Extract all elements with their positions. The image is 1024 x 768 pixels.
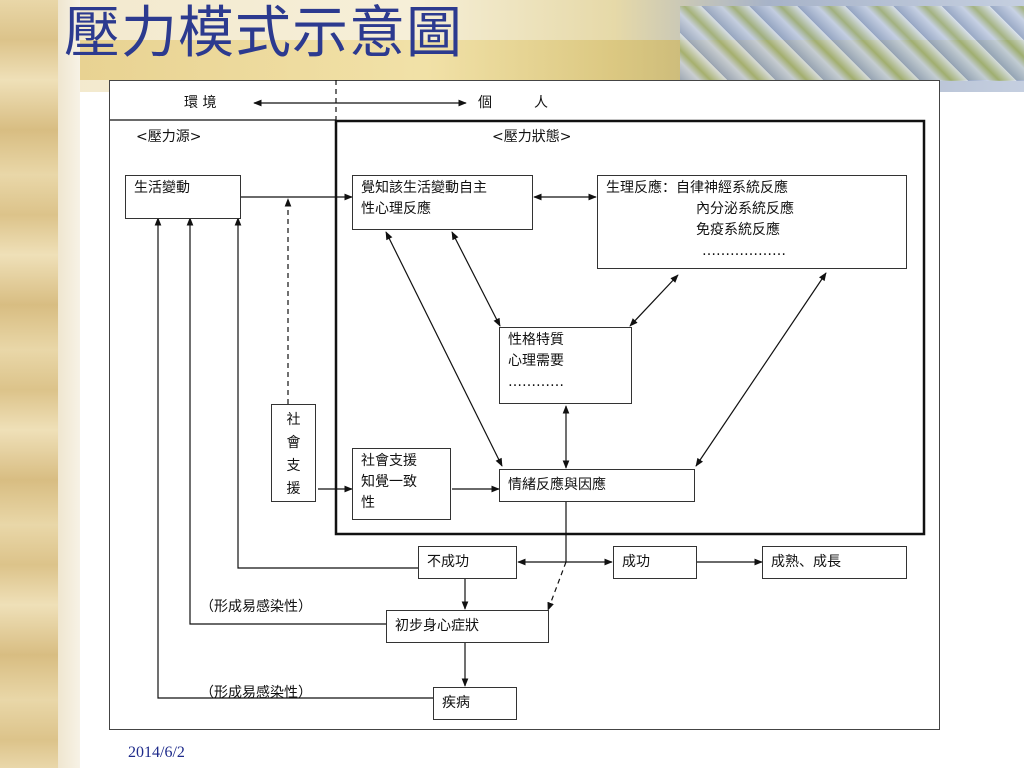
physio-box: 生理反應：自律神經系統反應 內分泌系統反應 免疫系統反應 ………………: [597, 175, 907, 269]
initial-symptoms-box: 初步身心症狀: [386, 610, 549, 643]
decorative-left-texture: [0, 0, 58, 768]
decorative-flower-image: [680, 6, 1024, 81]
dashed-to-symptoms-arrow: [547, 561, 567, 611]
perceive-emotion-arrow: [385, 231, 503, 467]
social-support-char-1: 社: [286, 412, 301, 428]
physio-line-4: ………………: [702, 243, 786, 259]
initial-symptoms-text: 初步身心症狀: [395, 618, 479, 634]
fail-text: 不成功: [427, 554, 469, 570]
life-change-box: 生活變動: [125, 175, 241, 219]
personality-line-2: 心理需要: [508, 353, 564, 369]
emotion-box: 情緒反應與因應: [499, 469, 695, 502]
slide-title: 壓力模式示意圖: [64, 1, 463, 66]
success-text: 成功: [622, 554, 650, 570]
perceive-personality-arrow: [451, 231, 501, 327]
personality-line-1: 性格特質: [508, 332, 564, 348]
symptoms-feedback-arrow: [186, 217, 386, 625]
decorative-left-shade: [58, 0, 80, 768]
environment-label: 環 境: [184, 95, 217, 111]
social-support-box: 社 會 支 援: [271, 404, 316, 502]
fail-feedback-arrow: [234, 217, 418, 569]
physio-line-3: 免疫系統反應: [696, 222, 780, 238]
social-support-char-4: 援: [286, 481, 301, 497]
susceptibility-label-2: （形成易感染性）: [200, 685, 312, 701]
disease-box: 疾病: [433, 687, 517, 720]
perceived-support-line-2: 知覺一致: [361, 474, 417, 490]
mature-box: 成熟、成長: [762, 546, 907, 579]
susceptibility-label-1: （形成易感染性）: [200, 599, 312, 615]
physio-emotion-arrow: [695, 272, 827, 467]
life-change-text: 生活變動: [134, 180, 190, 196]
perceived-support-box: 社會支援 知覺一致 性: [352, 448, 451, 520]
fail-box: 不成功: [418, 546, 517, 579]
social-support-char-3: 支: [286, 458, 301, 474]
perceived-support-line-3: 性: [361, 495, 375, 511]
perceive-line-2: 性心理反應: [361, 201, 431, 217]
emotion-text: 情緒反應與因應: [508, 477, 606, 493]
physio-personality-arrow: [629, 274, 679, 327]
disease-text: 疾病: [442, 695, 470, 711]
personality-line-3: …………: [508, 374, 564, 390]
disease-feedback-arrow: [154, 217, 433, 699]
slide-date: 2014/6/2: [128, 744, 185, 761]
stress-state-label: <壓力狀態>: [492, 129, 572, 145]
perceive-box: 覺知該生活變動自主 性心理反應: [352, 175, 533, 230]
physio-line-1: 生理反應：自律神經系統反應: [606, 180, 788, 196]
perceived-support-line-1: 社會支援: [361, 453, 417, 469]
mature-text: 成熟、成長: [771, 554, 841, 570]
stress-state-frame: [334, 119, 926, 536]
social-support-char-2: 會: [286, 435, 301, 451]
individual-label: 個 人: [478, 95, 548, 111]
personality-box: 性格特質 心理需要 …………: [499, 327, 632, 404]
stress-source-label: <壓力源>: [136, 129, 202, 145]
perceive-line-1: 覺知該生活變動自主: [361, 180, 487, 196]
success-box: 成功: [613, 546, 697, 579]
physio-line-2: 內分泌系統反應: [696, 201, 794, 217]
